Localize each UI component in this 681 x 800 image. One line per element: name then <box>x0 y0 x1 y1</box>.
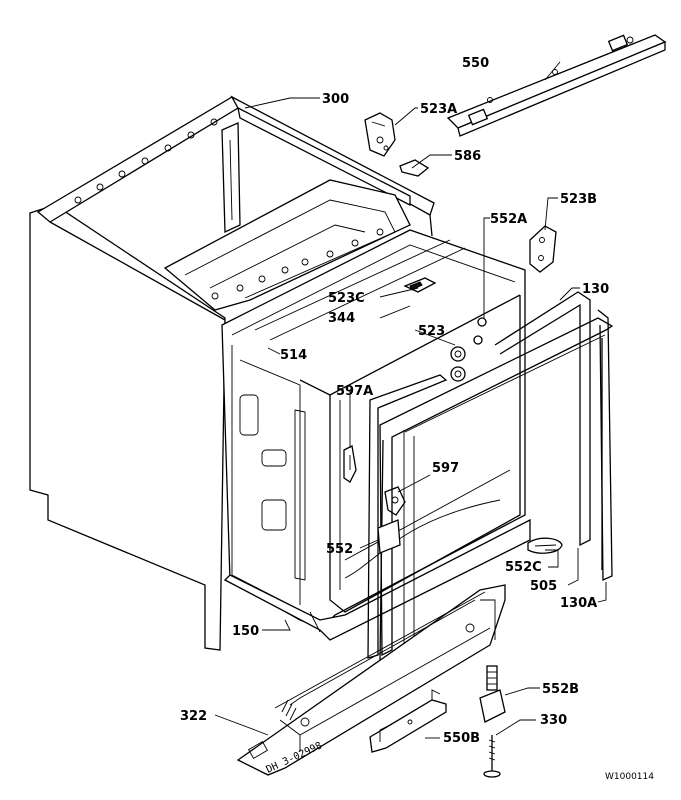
part-597A-hinge <box>343 445 357 483</box>
leader-lines <box>214 61 607 739</box>
label-550B: 550B <box>443 731 480 746</box>
cabinet-frame <box>29 95 435 651</box>
part-552-rail <box>377 519 401 554</box>
part-523C-bracket <box>403 277 437 293</box>
label-130A: 130A <box>560 596 597 611</box>
label-344: 344 <box>328 311 355 326</box>
part-523A-bracket <box>364 112 396 157</box>
part-597-hinge <box>384 486 406 516</box>
label-523: 523 <box>418 324 445 339</box>
label-597: 597 <box>432 461 459 476</box>
label-514: 514 <box>280 348 307 363</box>
label-330: 330 <box>540 713 567 728</box>
label-550: 550 <box>462 56 489 71</box>
label-322: 322 <box>180 709 207 724</box>
label-552A: 552A <box>490 212 527 227</box>
part-552C-foot <box>527 537 563 554</box>
tub-top <box>163 179 411 311</box>
label-552B: 552B <box>542 682 579 697</box>
part-130-seal <box>494 291 591 547</box>
label-597A: 597A <box>336 384 373 399</box>
label-586: 586 <box>454 149 481 164</box>
label-130: 130 <box>582 282 609 297</box>
label-552: 552 <box>326 542 353 557</box>
part-523B-bracket <box>529 225 557 273</box>
part-side-seal <box>367 374 448 659</box>
label-523C: 523C <box>328 291 365 306</box>
part-322-plinth <box>236 584 506 776</box>
part-330-screw <box>483 735 501 778</box>
part-552B-foot <box>479 665 506 723</box>
part-550-top-strip <box>446 34 667 137</box>
label-300: 300 <box>322 92 349 107</box>
part-labels: 300 550 523A 586 552A 523B 130 523C 344 … <box>180 56 609 746</box>
label-523B: 523B <box>560 192 597 207</box>
part-505-gasket <box>597 309 613 581</box>
label-552C: 552C <box>505 560 542 575</box>
reference-code: W1000114 <box>605 772 654 782</box>
part-523-fitting <box>450 335 483 382</box>
part-550B-bracket <box>369 689 447 753</box>
part-586-clip <box>399 159 430 177</box>
label-505: 505 <box>530 579 557 594</box>
label-523A: 523A <box>420 102 457 117</box>
label-150: 150 <box>232 624 259 639</box>
